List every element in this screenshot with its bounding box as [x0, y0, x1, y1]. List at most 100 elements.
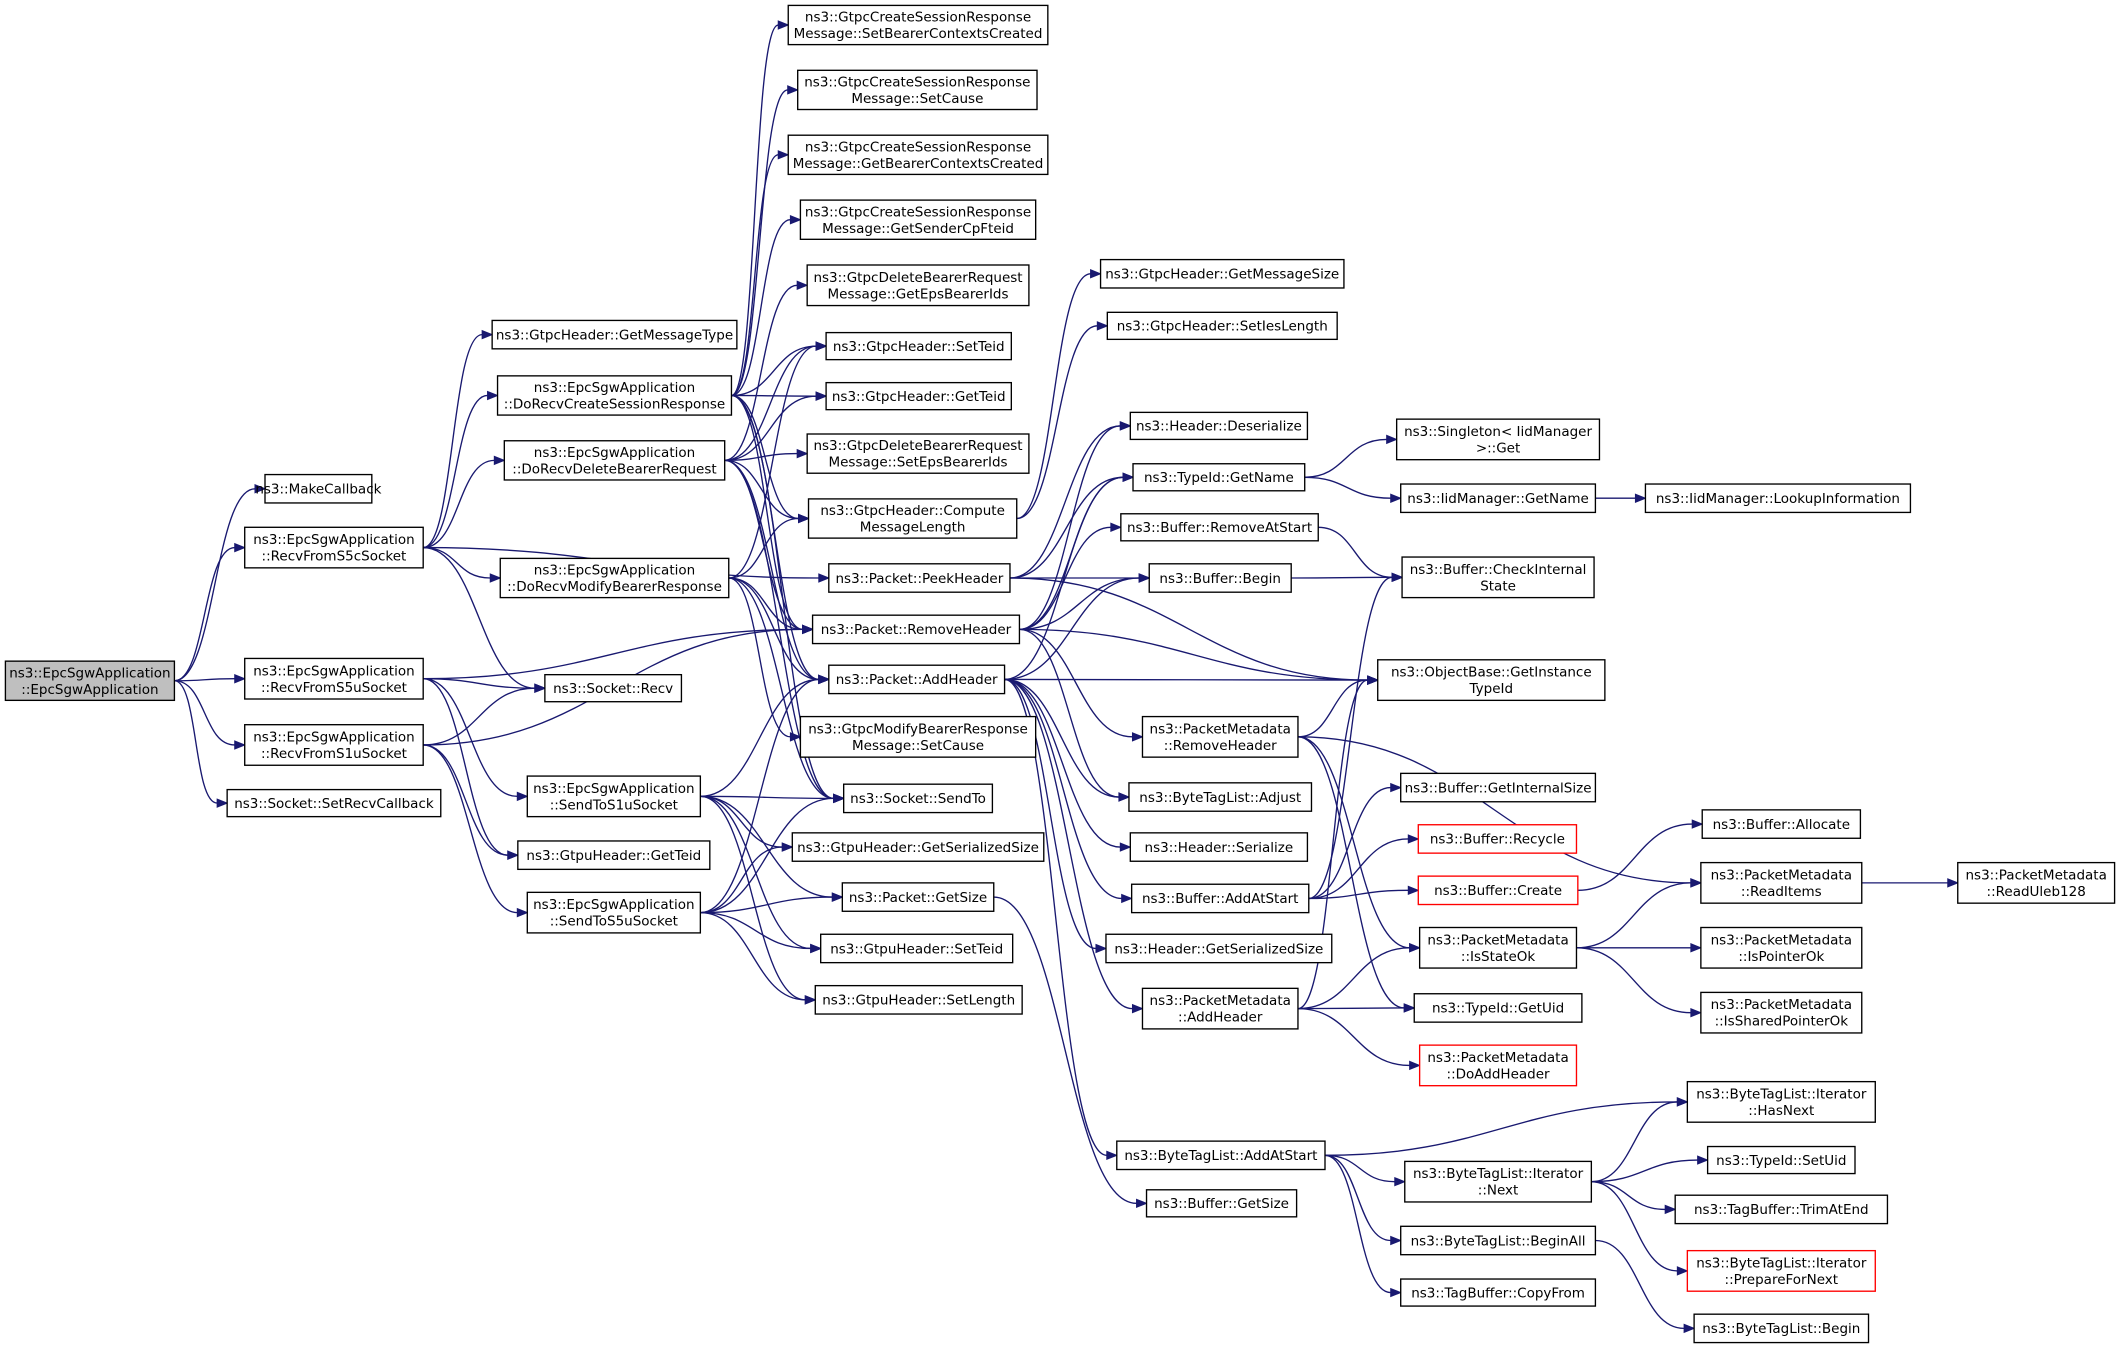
node-sendS5u[interactable]: ns3::EpcSgwApplication::SendToS5uSocket — [526, 891, 702, 934]
node-makecb[interactable]: ns3::MakeCallback — [255, 473, 382, 504]
node-btliPrepare[interactable]: ns3::ByteTagList::Iterator::PrepareForNe… — [1686, 1249, 1876, 1292]
node-addHeader[interactable]: ns3::Packet::AddHeader — [828, 664, 1006, 695]
node-btlAddAtStart[interactable]: ns3::ByteTagList::AddAtStart — [1116, 1140, 1326, 1171]
arrow-head-icon — [1690, 1007, 1703, 1018]
node-sendTo[interactable]: ns3::Socket::SendTo — [842, 783, 994, 814]
node-s5c[interactable]: ns3::EpcSgwApplication::RecvFromS5cSocke… — [244, 526, 424, 569]
node-pmAddHeader[interactable]: ns3::PacketMetadata::AddHeader — [1141, 987, 1299, 1030]
node-tbTrimAtEnd[interactable]: ns3::TagBuffer::TrimAtEnd — [1674, 1194, 1889, 1225]
arrow-head-icon — [507, 850, 520, 860]
edge-line — [1004, 678, 1368, 681]
node-s1u[interactable]: ns3::EpcSgwApplication::RecvFromS1uSocke… — [244, 724, 424, 766]
node-peek[interactable]: ns3::Packet::PeekHeader — [828, 563, 1011, 593]
node-typeidGetName[interactable]: ns3::TypeId::GetName — [1132, 463, 1306, 492]
node-hdrSerialize[interactable]: ns3::Header::Serialize — [1129, 832, 1309, 862]
node-label: ns3::GtpcHeader::Compute — [820, 503, 1005, 519]
node-pmIsPointerOk[interactable]: ns3::PacketMetadata::IsPointerOk — [1700, 926, 1863, 969]
node-removeHeader[interactable]: ns3::Packet::RemoveHeader — [811, 614, 1021, 645]
node-pmRemoveHeader[interactable]: ns3::PacketMetadata::RemoveHeader — [1141, 715, 1299, 758]
node-gtpcGetMsgType[interactable]: ns3::GtpcHeader::GetMessageType — [491, 319, 738, 350]
node-btlBegin[interactable]: ns3::ByteTagList::Begin — [1693, 1313, 1870, 1344]
node-sendS1u[interactable]: ns3::EpcSgwApplication::SendToS1uSocket — [526, 775, 702, 818]
node-pmDoAddHeader[interactable]: ns3::PacketMetadata::DoAddHeader — [1418, 1044, 1578, 1087]
node-gtpuGetTeid[interactable]: ns3::GtpuHeader::GetTeid — [517, 840, 711, 871]
edge-line — [1019, 628, 1368, 681]
node-btlBeginAll[interactable]: ns3::ByteTagList::BeginAll — [1400, 1225, 1597, 1256]
node-db2[interactable]: ns3::GtpcDeleteBearerRequestMessage::Set… — [806, 433, 1030, 474]
node-gtpcGetTeid[interactable]: ns3::GtpcHeader::GetTeid — [825, 381, 1013, 411]
node-mb[interactable]: ns3::GtpcModifyBearerResponseMessage::Se… — [799, 715, 1037, 758]
node-hdrGetSerSize[interactable]: ns3::Header::GetSerializedSize — [1105, 933, 1333, 964]
node-bufGetInternalSize[interactable]: ns3::Buffer::GetInternalSize — [1400, 772, 1597, 803]
node-db1[interactable]: ns3::GtpcDeleteBearerRequestMessage::Get… — [806, 264, 1030, 307]
node-doModify[interactable]: ns3::EpcSgwApplication::DoRecvModifyBear… — [499, 557, 730, 599]
node-btliHasNext[interactable]: ns3::ByteTagList::Iterator::HasNext — [1686, 1080, 1876, 1123]
node-doCreate[interactable]: ns3::EpcSgwApplication::DoRecvCreateSess… — [496, 375, 733, 416]
edge-line — [724, 345, 817, 462]
node-box — [1400, 1225, 1597, 1256]
node-label: ns3::GtpuHeader::SetTeid — [830, 941, 1003, 957]
edge-line — [423, 546, 535, 689]
node-pktGetSize[interactable]: ns3::Packet::GetSize — [841, 882, 995, 912]
node-pmReadItems[interactable]: ns3::PacketMetadata::ReadItems — [1700, 861, 1863, 904]
node-gtpuGetSerSize[interactable]: ns3::GtpuHeader::GetSerializedSize — [791, 832, 1045, 862]
node-bufAddAtStart[interactable]: ns3::Buffer::AddAtStart — [1130, 883, 1310, 914]
node-pmIsStateOk[interactable]: ns3::PacketMetadata::IsStateOk — [1418, 926, 1578, 969]
node-s5u[interactable]: ns3::EpcSgwApplication::RecvFromS5uSocke… — [244, 657, 424, 700]
node-btliNext[interactable]: ns3::ByteTagList::Iterator::Next — [1404, 1160, 1593, 1203]
node-tbCopyFrom[interactable]: ns3::TagBuffer::CopyFrom — [1400, 1278, 1597, 1307]
node-singletonGet[interactable]: ns3::Singleton< IidManager>::Get — [1395, 418, 1601, 461]
node-doDelete[interactable]: ns3::EpcSgwApplication::DoRecvDeleteBear… — [503, 440, 726, 481]
node-setrecvcb[interactable]: ns3::Socket::SetRecvCallback — [226, 788, 442, 818]
node-cs1[interactable]: ns3::GtpcCreateSessionResponseMessage::S… — [787, 4, 1049, 46]
node-root[interactable]: ns3::EpcSgwApplication::EpcSgwApplicatio… — [4, 660, 176, 702]
node-cs4[interactable]: ns3::GtpcCreateSessionResponseMessage::G… — [799, 199, 1037, 240]
edge-line — [1004, 476, 1124, 681]
node-hdrDeser[interactable]: ns3::Header::Deserialize — [1129, 411, 1309, 441]
node-bufBegin[interactable]: ns3::Buffer::Begin — [1148, 563, 1292, 593]
edge-pmIsStateOk-to-pmIsSharedPointerOk — [1576, 947, 1703, 1018]
node-gtpcSetIes[interactable]: ns3::GtpcHeader::SetIesLength — [1106, 311, 1338, 341]
node-label: ns3::Singleton< IidManager — [1404, 424, 1592, 440]
node-iidGetName[interactable]: ns3::IidManager::GetName — [1400, 483, 1597, 514]
node-pmIsSharedPointerOk[interactable]: ns3::PacketMetadata::IsSharedPointerOk — [1700, 991, 1863, 1034]
arrow-head-icon — [810, 943, 823, 954]
node-typeidSetUid[interactable]: ns3::TypeId::SetUid — [1706, 1145, 1856, 1175]
node-label: ns3::EpcSgwApplication — [534, 380, 695, 396]
arrow-head-icon — [1676, 1097, 1689, 1107]
edge-bufAddAtStart-to-bufGetInternalSize — [1308, 782, 1403, 900]
node-cs2[interactable]: ns3::GtpcCreateSessionResponseMessage::S… — [797, 69, 1038, 111]
edge-line — [1297, 679, 1368, 738]
node-label: >::Get — [1476, 440, 1520, 456]
node-bufRecycle[interactable]: ns3::Buffer::Recycle — [1417, 824, 1578, 854]
node-cs3[interactable]: ns3::GtpcCreateSessionResponseMessage::G… — [787, 134, 1049, 176]
node-bufRemoveAtStart[interactable]: ns3::Buffer::RemoveAtStart — [1120, 513, 1319, 542]
node-gtpcGetMsgSize[interactable]: ns3::GtpcHeader::GetMessageSize — [1099, 258, 1345, 289]
node-typeidGetUid[interactable]: ns3::TypeId::GetUid — [1413, 993, 1583, 1023]
edge-addHeader-to-pmAddHeader — [1004, 678, 1144, 1014]
arrow-head-icon — [787, 85, 800, 95]
node-label: ns3::ByteTagList::Iterator — [1696, 1086, 1867, 1102]
edge-s1u-to-gtpuGetTeid — [423, 744, 520, 860]
node-iidLookup[interactable]: ns3::IidManager::LookupInformation — [1644, 483, 1912, 514]
node-label: ns3::Buffer::RemoveAtStart — [1127, 520, 1312, 536]
node-bufAllocate[interactable]: ns3::Buffer::Allocate — [1701, 809, 1862, 839]
node-gtpuSetLength[interactable]: ns3::GtpuHeader::SetLength — [814, 984, 1023, 1015]
edge-line — [423, 628, 803, 680]
node-bufGetSize[interactable]: ns3::Buffer::GetSize — [1145, 1189, 1298, 1218]
node-gtpuSetTeid[interactable]: ns3::GtpuHeader::SetTeid — [820, 933, 1014, 964]
edge-root-to-s5u — [174, 673, 247, 684]
node-pmReadUleb[interactable]: ns3::PacketMetadata::ReadUleb128 — [1957, 861, 2116, 904]
node-bufCreate[interactable]: ns3::Buffer::Create — [1417, 875, 1579, 906]
node-label: ns3::ByteTagList::Iterator — [1413, 1166, 1584, 1182]
node-box — [825, 331, 1013, 361]
node-label: Message::GetEpsBearerIds — [828, 286, 1009, 302]
node-gtpcSetTeid[interactable]: ns3::GtpcHeader::SetTeid — [825, 331, 1013, 361]
arrow-head-icon — [493, 455, 506, 466]
node-label: ns3::GtpcDeleteBearerRequest — [813, 270, 1022, 286]
node-recv[interactable]: ns3::Socket::Recv — [544, 673, 683, 703]
node-btlAdjust[interactable]: ns3::ByteTagList::Adjust — [1128, 782, 1313, 812]
